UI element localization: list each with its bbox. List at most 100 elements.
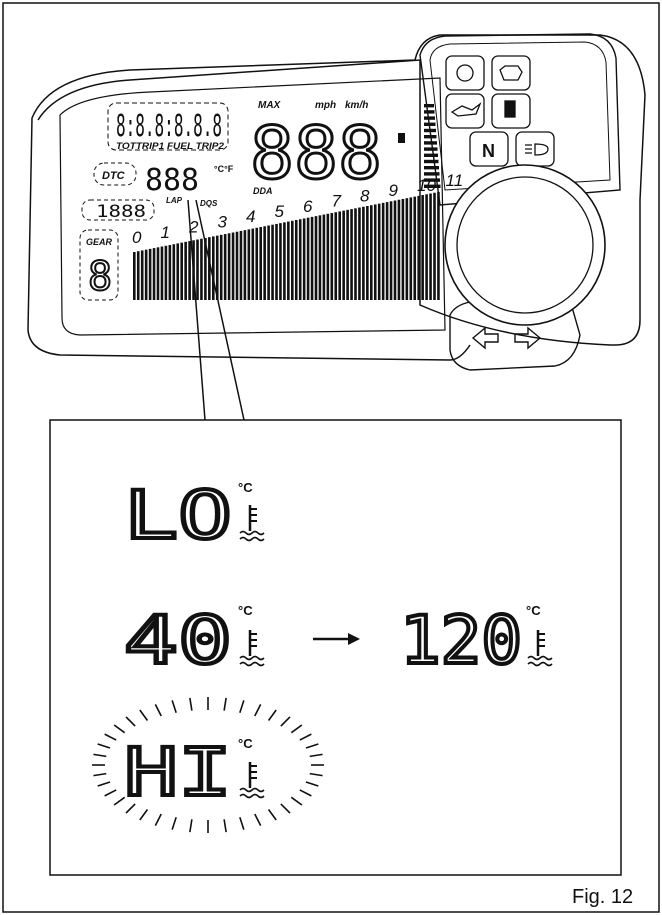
rpm-bar-graph: [133, 191, 440, 300]
rpm-scale-label: 0: [132, 228, 142, 247]
rpm-bar: [136, 251, 140, 300]
callout-pointer: [187, 199, 245, 421]
flash-ray: [97, 781, 111, 787]
rpm-bar: [227, 233, 231, 300]
temp-range-end-unit: °C: [526, 603, 541, 618]
rpm-bar: [366, 205, 369, 300]
rpm-bar: [267, 225, 270, 300]
wave-line: [527, 661, 553, 667]
rpm-scale-label: 2: [188, 218, 199, 237]
rpm-bar: [251, 228, 255, 300]
rpm-bar: [243, 230, 247, 300]
high-beam-icon: [525, 143, 549, 156]
temp-range-end-readout: 120 °C: [398, 600, 553, 681]
flash-ray: [223, 697, 227, 711]
rpm-bar: [287, 221, 290, 300]
rpm-bar: [219, 234, 223, 300]
rpm-bar: [133, 252, 136, 300]
indicator-box-1: [445, 55, 485, 91]
flash-ray: [280, 803, 291, 814]
fuel-bar: [424, 172, 440, 176]
rpm-scale-label: 8: [360, 186, 370, 205]
indicator-box-5: [469, 131, 509, 167]
temp-high-unit: °C: [238, 736, 253, 751]
fuel-bar: [424, 104, 434, 108]
flash-ray: [154, 704, 162, 717]
fuel-bar: [424, 178, 440, 182]
rpm-bar: [350, 209, 353, 300]
flash-ray: [139, 709, 149, 721]
temp-low-readout: LO °C: [122, 475, 265, 556]
rpm-bar: [381, 202, 385, 300]
flash-ray: [299, 733, 312, 741]
left-turn-arrow-icon: [471, 326, 499, 350]
rpm-bar: [239, 230, 243, 300]
rpm-bar: [397, 199, 401, 300]
coolant-temp-icon: [527, 630, 553, 667]
rpm-scale-label: 5: [275, 202, 285, 221]
gear-box: [79, 229, 119, 301]
rpm-bar: [314, 216, 318, 300]
flash-ray: [104, 733, 117, 741]
rpm-bar: [429, 193, 432, 300]
rpm-bar: [358, 207, 361, 300]
wave-line: [527, 655, 553, 661]
rpm-bar: [330, 213, 334, 300]
oil-pressure-icon: [450, 102, 482, 117]
flash-ray: [93, 772, 107, 777]
fuel-bar: [424, 147, 438, 151]
flash-ray: [223, 819, 227, 833]
rpm-bar: [306, 217, 310, 300]
rpm-scale-label: 4: [246, 207, 255, 226]
rpm-bar: [354, 208, 357, 300]
rpm-bar: [172, 244, 176, 300]
rpm-scale-label: 3: [218, 212, 228, 231]
rpm-bar: [275, 223, 278, 300]
rpm-bar: [164, 245, 168, 300]
odometer-box: [107, 102, 229, 151]
flash-ray: [113, 724, 126, 734]
round-gauge-inner: [456, 176, 594, 314]
flash-ray: [309, 772, 323, 777]
unit-mph: mph: [315, 100, 336, 111]
rpm-bar: [291, 220, 294, 300]
flash-ray: [113, 796, 126, 806]
rpm-bar: [338, 211, 341, 300]
rpm-bar: [342, 210, 345, 300]
rpm-bar: [405, 198, 409, 300]
lap-counter-box: [81, 199, 155, 221]
rpm-bar: [298, 219, 302, 300]
coolant-temp-icon: [239, 762, 265, 799]
unit-kmh: km/h: [345, 100, 368, 111]
rpm-bar: [334, 212, 338, 300]
dda-label: DDA: [253, 186, 273, 196]
rpm-bar: [401, 198, 405, 300]
wave-line: [239, 530, 265, 536]
temp-high-text: HI: [124, 734, 232, 811]
dtc-box: [93, 162, 137, 186]
rpm-bar: [417, 195, 420, 300]
rpm-bar: [310, 216, 314, 300]
rpm-bar: [255, 227, 259, 300]
indicator-box-2: [491, 55, 531, 91]
figure-caption: Fig. 12: [572, 886, 633, 908]
rpm-bar: [231, 232, 235, 300]
rpm-bar: [204, 237, 207, 300]
rpm-bar: [409, 197, 413, 300]
fuel-bar: [424, 153, 438, 157]
flash-ray: [104, 789, 117, 797]
fuel-pump-icon: [504, 100, 516, 118]
range-arrow-icon: [313, 633, 360, 645]
temp-range-start-readout: 40 °C: [122, 600, 265, 681]
indicator-grid: [445, 55, 555, 167]
temp-range-start-text: 40: [124, 602, 232, 679]
coolant-temp-icon: [239, 505, 265, 542]
flash-ray: [171, 700, 177, 713]
flash-ray: [309, 753, 323, 758]
rpm-bar: [223, 234, 227, 300]
rpm-bar: [294, 220, 298, 300]
coolant-temp-icon: [239, 630, 265, 667]
